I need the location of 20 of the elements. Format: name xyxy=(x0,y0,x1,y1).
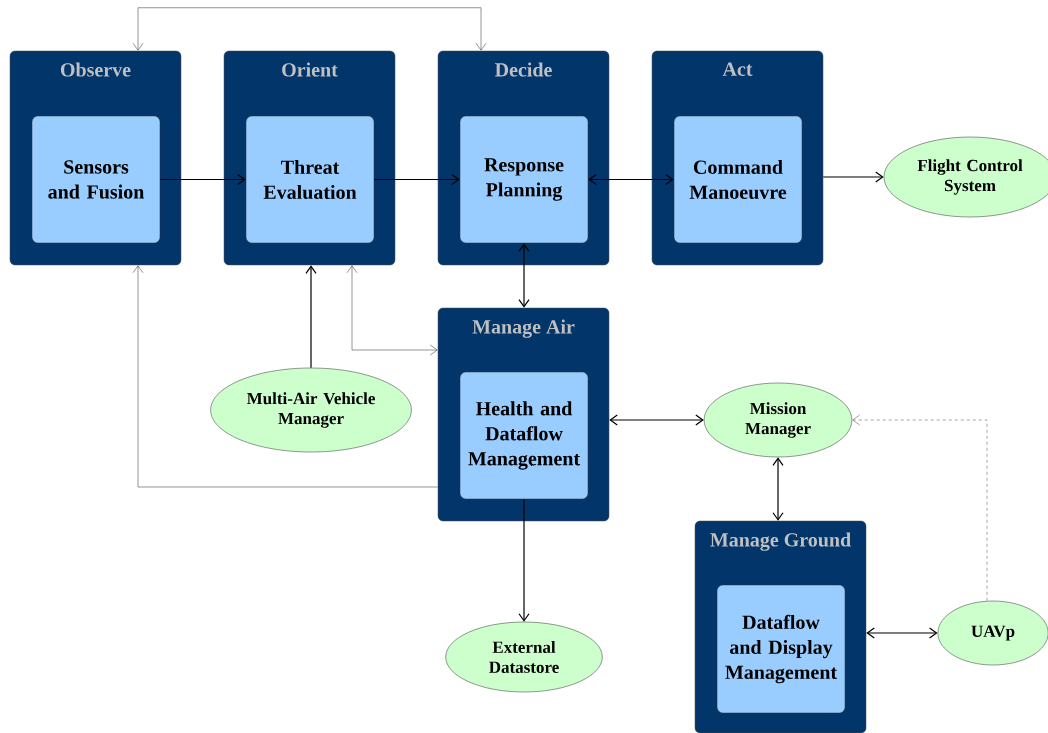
arrow xyxy=(305,265,317,369)
arrow xyxy=(132,7,487,51)
arrow xyxy=(132,265,439,488)
arrow xyxy=(588,173,674,186)
arrow xyxy=(159,173,246,186)
process-box: Dataflow and Display Management xyxy=(716,584,846,714)
arrow xyxy=(373,173,460,186)
arrow xyxy=(518,498,530,622)
arrow xyxy=(609,414,704,426)
arrow xyxy=(852,414,988,602)
arrow xyxy=(822,171,884,183)
process-box: Threat Evaluation xyxy=(245,115,375,244)
arrow xyxy=(518,243,530,308)
process-box: Response Planning xyxy=(459,115,589,244)
arrow xyxy=(866,627,938,639)
process-box: Health and Dataflow Management xyxy=(459,371,589,500)
arrow xyxy=(346,265,438,356)
arrow xyxy=(772,457,784,521)
process-box: Command Manoeuvre xyxy=(673,115,803,244)
process-box: Sensors and Fusion xyxy=(31,115,161,244)
